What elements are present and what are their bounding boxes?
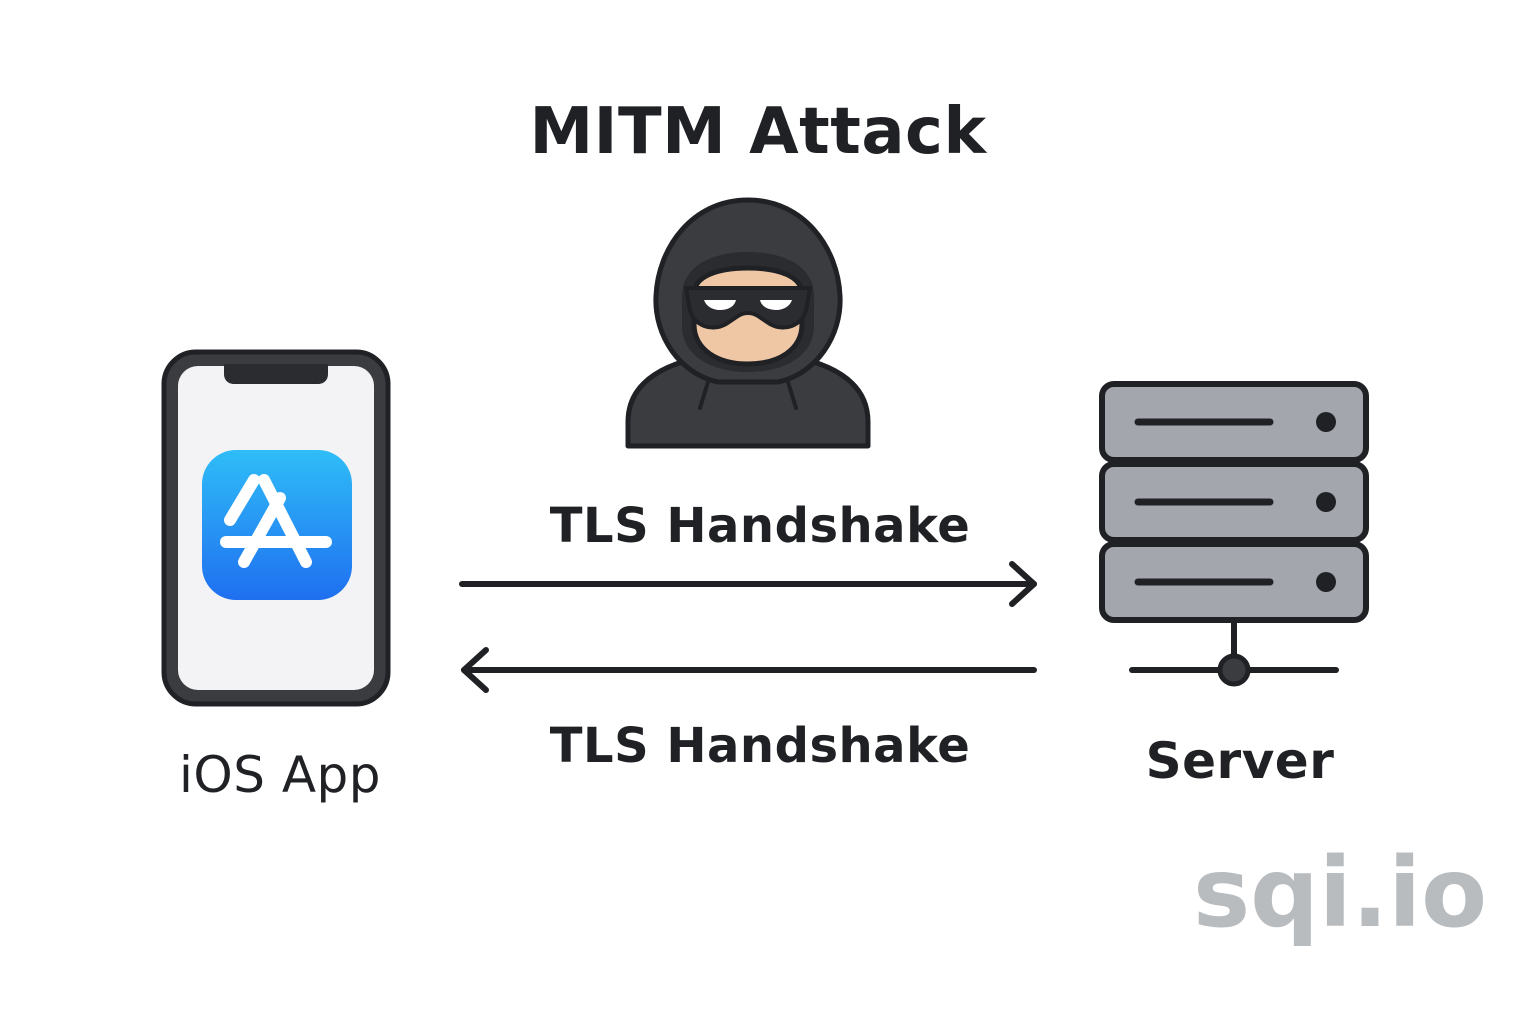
iphone-device xyxy=(161,349,391,707)
hooded-hacker-icon xyxy=(625,197,871,449)
edge-label-to-server: TLS Handshake xyxy=(549,498,971,554)
arrow-to-app xyxy=(461,647,1037,693)
handshake-arrows xyxy=(459,561,1037,693)
server-label: Server xyxy=(1145,732,1335,790)
diagram-title: MITM Attack xyxy=(529,95,987,169)
arrow-to-server xyxy=(459,561,1037,607)
watermark: sqi.io xyxy=(1192,837,1488,949)
edge-label-to-app: TLS Handshake xyxy=(549,718,971,774)
app-store-icon xyxy=(202,450,352,600)
ios-app-label: iOS App xyxy=(178,746,382,804)
server-icon xyxy=(1099,381,1369,687)
